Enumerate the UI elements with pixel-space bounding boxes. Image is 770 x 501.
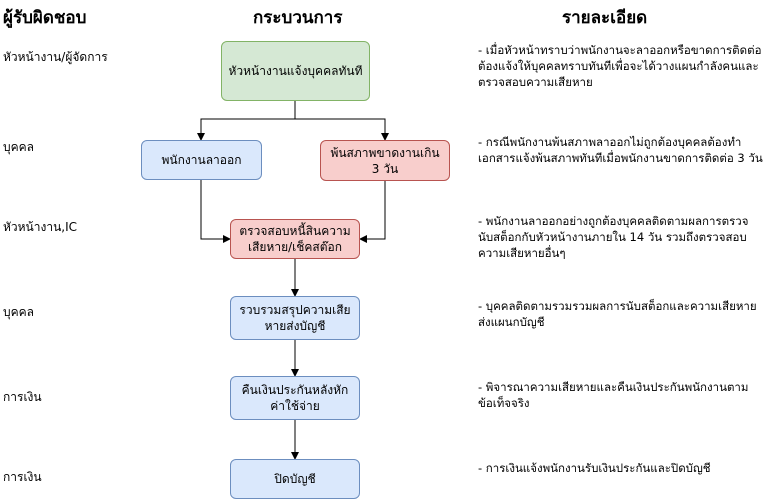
description-row-4: - บุคคลติดตามรวมรวมผลการนับสต็อกและความเ…: [478, 299, 757, 329]
arrow-notify-to-resign: [197, 101, 296, 141]
description-row-6: - การเงินแจ้งพนักงานรับเงินประกันและปิดบ…: [478, 461, 711, 475]
role-row-6: การเงิน: [3, 470, 42, 484]
header-process: กระบวนการ: [253, 8, 343, 28]
node-inspect-damage-label: ตรวจสอบหนี้สินความเสียหาย/เช็คสต๊อก: [239, 224, 351, 254]
role-row-5: การเงิน: [3, 390, 42, 404]
node-refund: คืนเงินประกันหลังหักค่าใช้จ่าย: [230, 376, 360, 420]
role-row-3: หัวหน้างาน,IC: [3, 220, 78, 234]
role-row-2: บุคคล: [3, 140, 35, 154]
arrow-resign-to-inspect: [200, 180, 231, 243]
role-row-4: บุคคล: [3, 305, 35, 319]
node-summary: รวบรวมสรุปความเสียหายส่งบัญชี: [230, 296, 360, 340]
role-row-1: หัวหน้างาน/ผู้จัดการ: [3, 50, 108, 64]
node-close-account: ปิดบัญชี: [230, 459, 360, 499]
header-details: รายละเอียด: [562, 8, 648, 28]
node-summary-label: รวบรวมสรุปความเสียหายส่งบัญชี: [239, 303, 351, 333]
node-inspect-damage: ตรวจสอบหนี้สินความเสียหาย/เช็คสต๊อก: [230, 219, 360, 259]
node-absent: พ้นสภาพขาดงานเกิน 3 วัน: [320, 140, 450, 181]
node-resign: พนักงานลาออก: [141, 140, 262, 180]
arrow-notify-to-absent: [295, 118, 389, 141]
description-row-5: - พิจารณาความเสียหายและคืนเงินประกันพนัก…: [478, 380, 749, 410]
node-refund-label: คืนเงินประกันหลังหักค่าใช้จ่าย: [241, 383, 349, 413]
node-close-account-label: ปิดบัญชี: [274, 472, 316, 486]
node-notify-hr: หัวหน้างานแจ้งบุคคลทันที: [221, 41, 370, 101]
description-row-2: - กรณีพนักงานพ้นสภาพลาออกไม่ถูกต้องบุคคล…: [478, 135, 763, 165]
header-responsible: ผู้รับผิดชอบ: [3, 8, 87, 28]
description-row-3: - พนักงานลาออกอย่างถูกต้องบุคคลติดตามผลก…: [478, 214, 749, 260]
node-notify-hr-label: หัวหน้างานแจ้งบุคคลทันที: [228, 64, 363, 78]
node-resign-label: พนักงานลาออก: [161, 153, 242, 167]
node-absent-label: พ้นสภาพขาดงานเกิน 3 วัน: [330, 145, 440, 176]
arrow-absent-to-inspect: [359, 181, 386, 243]
description-row-1: - เมื่อหัวหน้าทราบว่าพนักงานจะลาออกหรือข…: [478, 43, 762, 89]
